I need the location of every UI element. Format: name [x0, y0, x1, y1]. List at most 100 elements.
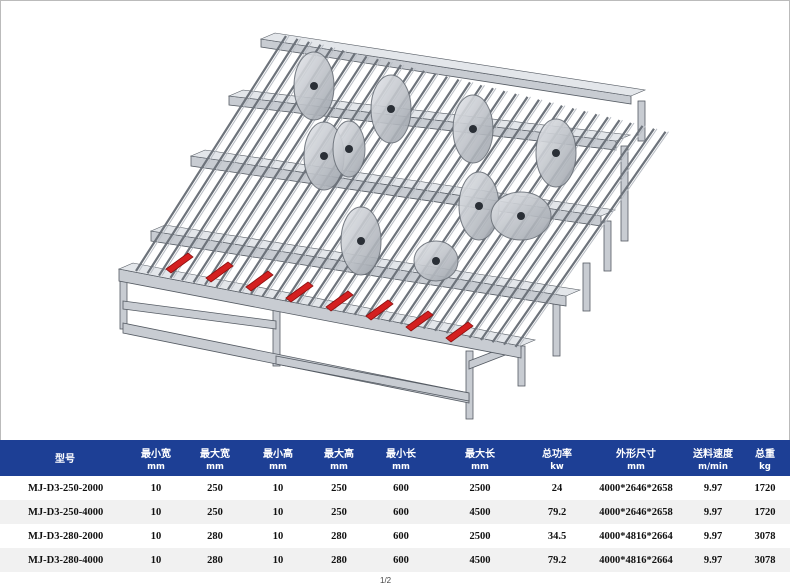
column-header-unit: mm [330, 461, 348, 472]
pressure-arm-highlight [483, 122, 635, 341]
pressure-arm-highlight [322, 82, 474, 309]
table-cell: 250 [308, 500, 370, 524]
table-cell: 250 [207, 482, 223, 494]
pressure-arm-highlight [299, 76, 451, 304]
frame-post [465, 350, 474, 420]
pressure-arm [376, 96, 529, 320]
table-cell: 9.97 [703, 530, 723, 542]
blade-hub [357, 237, 365, 245]
saw-machine-illustration [117, 32, 669, 420]
frame-post [552, 300, 561, 357]
feed-roller [405, 310, 434, 332]
pressure-arm-highlight [230, 58, 382, 290]
table-cell: 9.97 [686, 500, 740, 524]
pressure-arm-highlight [368, 93, 520, 318]
table-cell: 2500 [469, 482, 491, 494]
table-cell: 4000*4816*2664 [586, 548, 686, 572]
blade-hub [469, 125, 477, 133]
feed-roller [365, 299, 394, 321]
column-header-label: 送料速度 [693, 448, 733, 460]
frame-post [620, 145, 629, 242]
table-cell: 4000*4816*2664 [599, 530, 673, 542]
table-cell: 24 [551, 482, 563, 494]
feed-roller [325, 290, 354, 312]
table-cell: 4500 [432, 500, 528, 524]
frame-rail [275, 355, 470, 402]
blade-hub [552, 149, 560, 157]
column-header-label: 型号 [55, 453, 75, 465]
table-cell: 600 [393, 530, 409, 542]
model-cell: MJ-D3-280-4000 [0, 548, 130, 572]
column-header-unit: mm [627, 461, 645, 472]
pressure-arm-highlight [150, 38, 301, 274]
pressure-arm-highlight [380, 96, 531, 320]
column-header-unit: mm [147, 461, 165, 472]
pressure-arm-highlight [311, 79, 462, 306]
feed-roller [245, 270, 274, 292]
pressure-arm [319, 81, 471, 309]
saw-blades [293, 51, 577, 282]
column-header-unit: mm [269, 461, 287, 472]
pressure-arm-highlight [161, 41, 313, 276]
table-cell: 79.2 [528, 548, 586, 572]
pressure-arm [491, 125, 644, 343]
table-cell: 280 [182, 548, 248, 572]
table-cell: 1720 [754, 482, 776, 494]
frame-rail [122, 300, 277, 330]
tier-beam-top [259, 32, 647, 97]
table-cell: 10 [248, 500, 308, 524]
pressure-arm-highlight [138, 35, 290, 272]
table-cell: 3078 [754, 530, 776, 542]
column-header-label: 最大长 [465, 448, 495, 460]
table-cell: 4000*2646*2658 [599, 482, 673, 494]
pressure-arm [227, 58, 379, 291]
column-header-label: 最小宽 [141, 448, 171, 460]
table-cell: 10 [150, 530, 162, 542]
table-cell: 250 [182, 500, 248, 524]
table-cell: 9.97 [686, 548, 740, 572]
model-cell: MJ-D3-250-2000 [28, 482, 104, 494]
model-cell: MJ-D3-250-4000 [0, 500, 130, 524]
column-header-label: 最大宽 [200, 448, 230, 460]
blade-hub [475, 202, 483, 210]
frame-post [603, 220, 612, 272]
blade-hub [310, 82, 318, 90]
column-header-label: 最小长 [386, 448, 416, 460]
page-number: 1/2 [380, 576, 392, 585]
pressure-arm-highlight [506, 128, 658, 345]
pressure-arm-highlight [495, 125, 646, 343]
table-cell: 10 [150, 482, 162, 494]
column-header-unit: m/min [698, 461, 728, 472]
column-header-unit: kg [759, 461, 771, 472]
machine-figure [0, 0, 790, 440]
column-header-unit: kw [550, 461, 564, 472]
feed-roller [165, 252, 194, 274]
column-header: 型号 [0, 440, 130, 476]
column-header-unit: mm [471, 461, 489, 472]
pressure-arm-highlight [288, 73, 439, 302]
table-cell: 3078 [740, 548, 790, 572]
frame-post [582, 262, 591, 312]
feed-rollers [165, 252, 474, 343]
pressure-arm [215, 55, 368, 288]
column-header-label: 总重 [755, 448, 775, 460]
table-cell: 4500 [432, 548, 528, 572]
tier-beam-top [117, 262, 537, 347]
table-cell: 10 [248, 548, 308, 572]
pressure-arm [135, 35, 287, 272]
table-cell: 600 [393, 482, 409, 494]
blade-hub [345, 145, 353, 153]
table-cell: 79.2 [528, 500, 586, 524]
table-cell: 10 [272, 482, 284, 494]
